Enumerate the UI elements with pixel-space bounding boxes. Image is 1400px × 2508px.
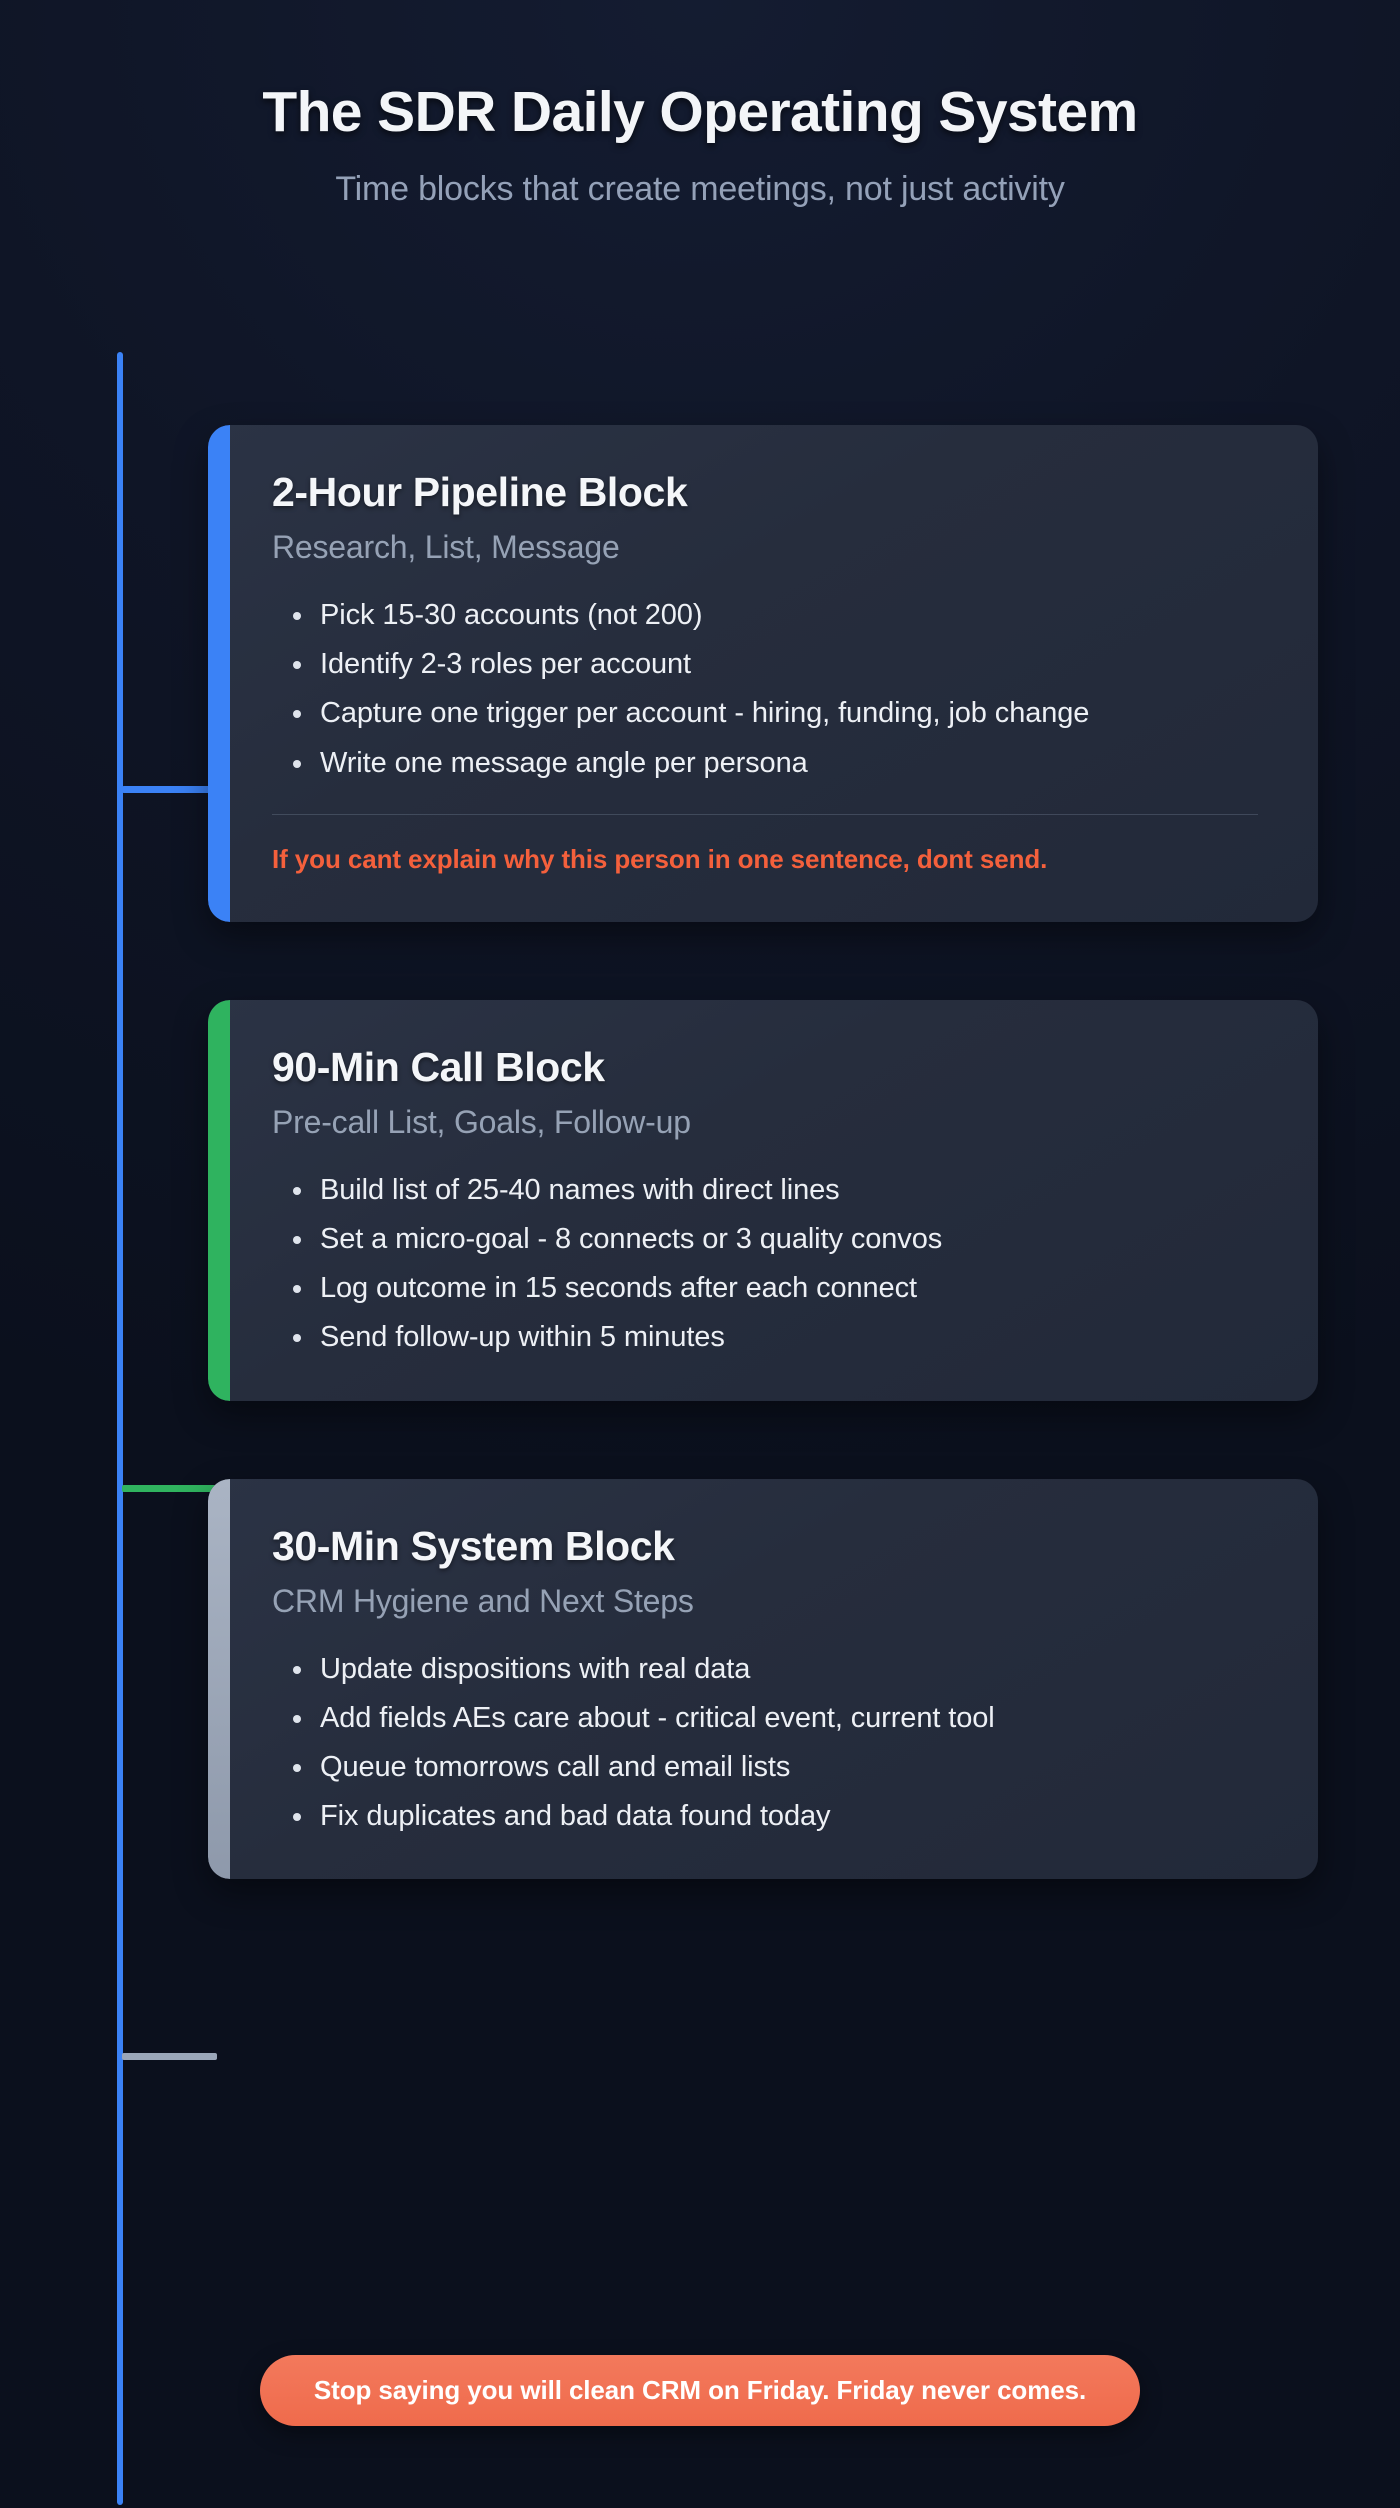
list-item: Write one message angle per persona <box>293 746 1258 780</box>
timeline-rail-upper <box>117 352 123 1502</box>
block-subtitle: Pre-call List, Goals, Follow-up <box>272 1103 691 1140</box>
page-subtitle: Time blocks that create meetings, not ju… <box>335 169 1065 208</box>
accent-bar-green <box>208 999 230 1401</box>
block-title: 90-Min Call Block <box>272 1043 605 1090</box>
list-item: Set a micro-goal - 8 connects or 3 quali… <box>293 1222 1258 1256</box>
timeline-connector-block-2 <box>122 1485 217 1492</box>
list-item: Send follow-up within 5 minutes <box>293 1320 1258 1354</box>
block-subtitle: CRM Hygiene and Next Steps <box>272 1582 694 1619</box>
block-title: 2-Hour Pipeline Block <box>272 469 688 515</box>
card-divider <box>272 813 1258 815</box>
block-bullet-list: Build list of 25-40 names with direct li… <box>272 1173 1258 1355</box>
timeline-connector-block-1 <box>122 786 217 793</box>
list-item: Build list of 25-40 names with direct li… <box>293 1173 1258 1207</box>
list-item: Pick 15-30 accounts (not 200) <box>293 598 1258 632</box>
page-header: The SDR Daily Operating System Time bloc… <box>0 0 1400 209</box>
block-card-call[interactable]: 90-Min Call Block Pre-call List, Goals, … <box>208 999 1318 1401</box>
block-card-list: 2-Hour Pipeline Block Research, List, Me… <box>208 425 1318 1880</box>
block-subtitle: Research, List, Message <box>272 529 620 565</box>
timeline-rail-lower <box>117 1400 123 2505</box>
page-title: The SDR Daily Operating System <box>262 80 1138 144</box>
list-item: Fix duplicates and bad data found today <box>293 1799 1258 1833</box>
block-card-pipeline[interactable]: 2-Hour Pipeline Block Research, List, Me… <box>208 425 1318 922</box>
list-item: Queue tomorrows call and email lists <box>293 1750 1258 1784</box>
list-item: Capture one trigger per account - hiring… <box>293 696 1258 730</box>
block-card-system[interactable]: 30-Min System Block CRM Hygiene and Next… <box>208 1478 1318 1880</box>
block-callout: If you cant explain why this person in o… <box>272 843 1048 874</box>
list-item: Update dispositions with real data <box>293 1652 1258 1686</box>
list-item: Identify 2-3 roles per account <box>293 647 1258 681</box>
list-item: Log outcome in 15 seconds after each con… <box>293 1271 1258 1305</box>
footer-banner: Stop saying you will clean CRM on Friday… <box>0 2355 1400 2426</box>
footer-pill-text: Stop saying you will clean CRM on Friday… <box>259 2355 1141 2426</box>
block-bullet-list: Update dispositions with real data Add f… <box>272 1652 1258 1834</box>
accent-bar-silver <box>208 1478 230 1880</box>
list-item: Add fields AEs care about - critical eve… <box>293 1701 1258 1735</box>
block-title: 30-Min System Block <box>272 1522 675 1569</box>
accent-bar-blue <box>208 425 230 922</box>
timeline-connector-block-3 <box>122 2053 217 2060</box>
block-bullet-list: Pick 15-30 accounts (not 200) Identify 2… <box>272 598 1258 780</box>
